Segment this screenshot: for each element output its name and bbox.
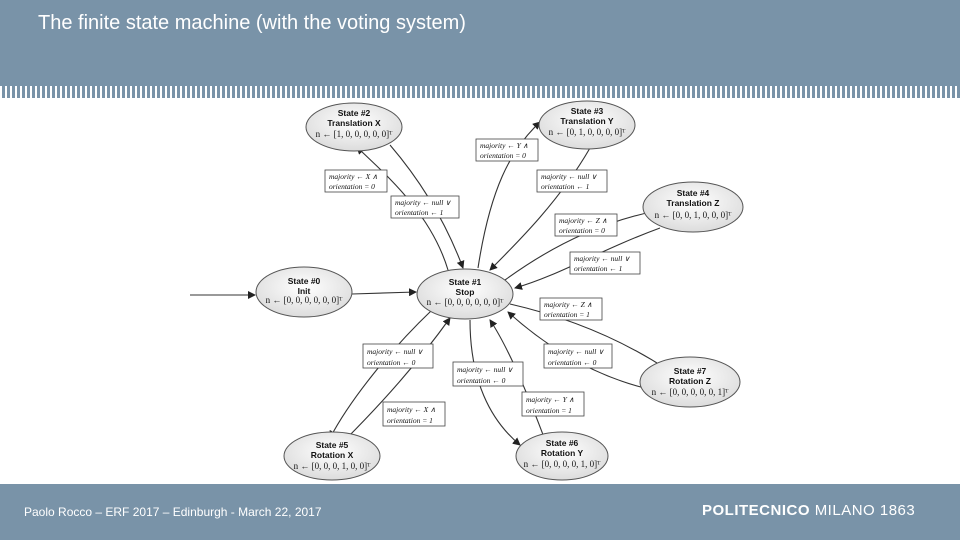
cond-null-6: majority ← null ∨ orientation ← 0 [452, 361, 524, 387]
arrow-s1-s6 [469, 319, 521, 446]
cond-y-rot: majority ← Y ∧ orientation = 1 [521, 391, 585, 417]
state-4-name: State #4 [677, 188, 710, 198]
arrow-s3-s1 [489, 147, 591, 271]
slide-title: The finite state machine (with the votin… [38, 12, 466, 34]
state-0-formula: n ← [0, 0, 0, 0, 0, 0]ᵀ [266, 295, 343, 305]
cond-null-2-l1: majority ← null ∨ [395, 198, 451, 207]
cond-x-rot-l2: orientation = 1 [387, 416, 433, 425]
cond-x-rot: majority ← X ∧ orientation = 1 [382, 401, 446, 427]
cond-z-in: majority ← Z ∧ orientation = 0 [554, 213, 618, 237]
cond-null-6-l1: majority ← null ∨ [457, 365, 513, 374]
cond-y-top-l1: majority ← Y ∧ [480, 141, 528, 150]
state-7-name: State #7 [674, 366, 707, 376]
state-6-formula: n ← [0, 0, 0, 0, 1, 0]ᵀ [524, 459, 601, 469]
cond-z-rot-l2: orientation = 1 [544, 310, 590, 319]
state-6: State #6 Rotation Y n ← [0, 0, 0, 0, 1, … [515, 431, 609, 481]
slide-header: The finite state machine (with the votin… [0, 0, 960, 84]
cond-null-4: majority ← null ∨ orientation ← 1 [569, 251, 641, 275]
state-3-formula: n ← [0, 1, 0, 0, 0, 0]ᵀ [549, 127, 626, 137]
state-6-name: State #6 [546, 438, 579, 448]
state-5-formula: n ← [0, 0, 0, 1, 0, 0]ᵀ [294, 461, 371, 471]
state-2: State #2 Translation X n ← [1, 0, 0, 0, … [305, 102, 403, 152]
cond-null-2: majority ← null ∨ orientation ← 1 [390, 195, 460, 219]
decorative-ruler [0, 84, 960, 98]
cond-y-rot-l2: orientation = 1 [526, 406, 572, 415]
state-6-label: Rotation Y [541, 448, 584, 458]
state-4-label: Translation Z [667, 198, 720, 208]
state-3-name: State #3 [571, 106, 604, 116]
state-7-formula: n ← [0, 0, 0, 0, 0, 1]ᵀ [652, 387, 729, 397]
state-5: State #5 Rotation X n ← [0, 0, 0, 1, 0, … [283, 431, 381, 481]
state-0-label: Init [298, 286, 311, 296]
arrow-s5-s1 [344, 317, 451, 441]
state-1-formula: n ← [0, 0, 0, 0, 0, 0]ᵀ [427, 297, 504, 307]
cond-null-3-l2: orientation ← 1 [541, 182, 589, 191]
cond-null-6-l2: orientation ← 0 [457, 376, 506, 385]
cond-z-in-l2: orientation = 0 [559, 226, 605, 235]
cond-z-rot-l1: majority ← Z ∧ [544, 300, 592, 309]
state-0-name: State #0 [288, 276, 321, 286]
state-7-label: Rotation Z [669, 376, 711, 386]
state-1: State #1 Stop n ← [0, 0, 0, 0, 0, 0]ᵀ [416, 268, 514, 320]
cond-x-in-l2: orientation = 0 [329, 182, 375, 191]
cond-null-3: majority ← null ∨ orientation ← 1 [536, 169, 608, 193]
state-5-name: State #5 [316, 440, 349, 450]
state-2-name: State #2 [338, 108, 371, 118]
cond-null-7-l2: orientation ← 0 [548, 358, 597, 367]
cond-x-in-l1: majority ← X ∧ [329, 172, 378, 181]
cond-z-in-l1: majority ← Z ∧ [559, 216, 607, 225]
state-0: State #0 Init n ← [0, 0, 0, 0, 0, 0]ᵀ [255, 266, 353, 318]
cond-y-top: majority ← Y ∧ orientation = 0 [475, 138, 539, 162]
state-3: State #3 Translation Y n ← [0, 1, 0, 0, … [538, 100, 636, 150]
state-1-name: State #1 [449, 277, 482, 287]
cond-null-4-l2: orientation ← 1 [574, 264, 622, 273]
state-2-label: Translation X [327, 118, 381, 128]
logo-rest: MILANO 1863 [814, 502, 916, 519]
state-2-formula: n ← [1, 0, 0, 0, 0, 0]ᵀ [316, 129, 393, 139]
state-4-formula: n ← [0, 0, 1, 0, 0, 0]ᵀ [655, 210, 732, 220]
state-1-label: Stop [456, 287, 475, 297]
state-4: State #4 Translation Z n ← [0, 0, 1, 0, … [642, 181, 744, 233]
state-5-label: Rotation X [311, 450, 354, 460]
cond-y-top-l2: orientation = 0 [480, 151, 526, 160]
cond-null-7-l1: majority ← null ∨ [548, 347, 604, 356]
slide-footer: Paolo Rocco – ERF 2017 – Edinburgh - Mar… [0, 484, 960, 540]
arrow-s1-s2 [356, 146, 449, 271]
cond-null-4-l1: majority ← null ∨ [574, 254, 630, 263]
arrow-s1-s7 [509, 303, 669, 371]
cond-null-5: majority ← null ∨ orientation ← 0 [362, 343, 434, 369]
cond-y-rot-l1: majority ← Y ∧ [526, 395, 574, 404]
cond-null-5-l2: orientation ← 0 [367, 358, 416, 367]
footer-credit: Paolo Rocco – ERF 2017 – Edinburgh - Mar… [24, 505, 322, 519]
state-7: State #7 Rotation Z n ← [0, 0, 0, 0, 0, … [639, 356, 741, 408]
arrow-s1-s3 [477, 121, 541, 269]
cond-null-3-l1: majority ← null ∨ [541, 172, 597, 181]
cond-null-2-l2: orientation ← 1 [395, 208, 443, 217]
cond-x-in: majority ← X ∧ orientation = 0 [324, 169, 388, 193]
state-3-label: Translation Y [560, 116, 614, 126]
cond-null-7: majority ← null ∨ orientation ← 0 [543, 343, 613, 369]
cond-z-rot: majority ← Z ∧ orientation = 1 [539, 297, 603, 321]
politecnico-logo: POLITECNICO MILANO 1863 [702, 502, 915, 519]
arrow-s0-s1 [351, 288, 417, 297]
cond-x-rot-l1: majority ← X ∧ [387, 405, 436, 414]
logo-bold: POLITECNICO [702, 502, 811, 519]
cond-null-5-l1: majority ← null ∨ [367, 347, 423, 356]
arrow-s1-s5 [329, 309, 433, 439]
